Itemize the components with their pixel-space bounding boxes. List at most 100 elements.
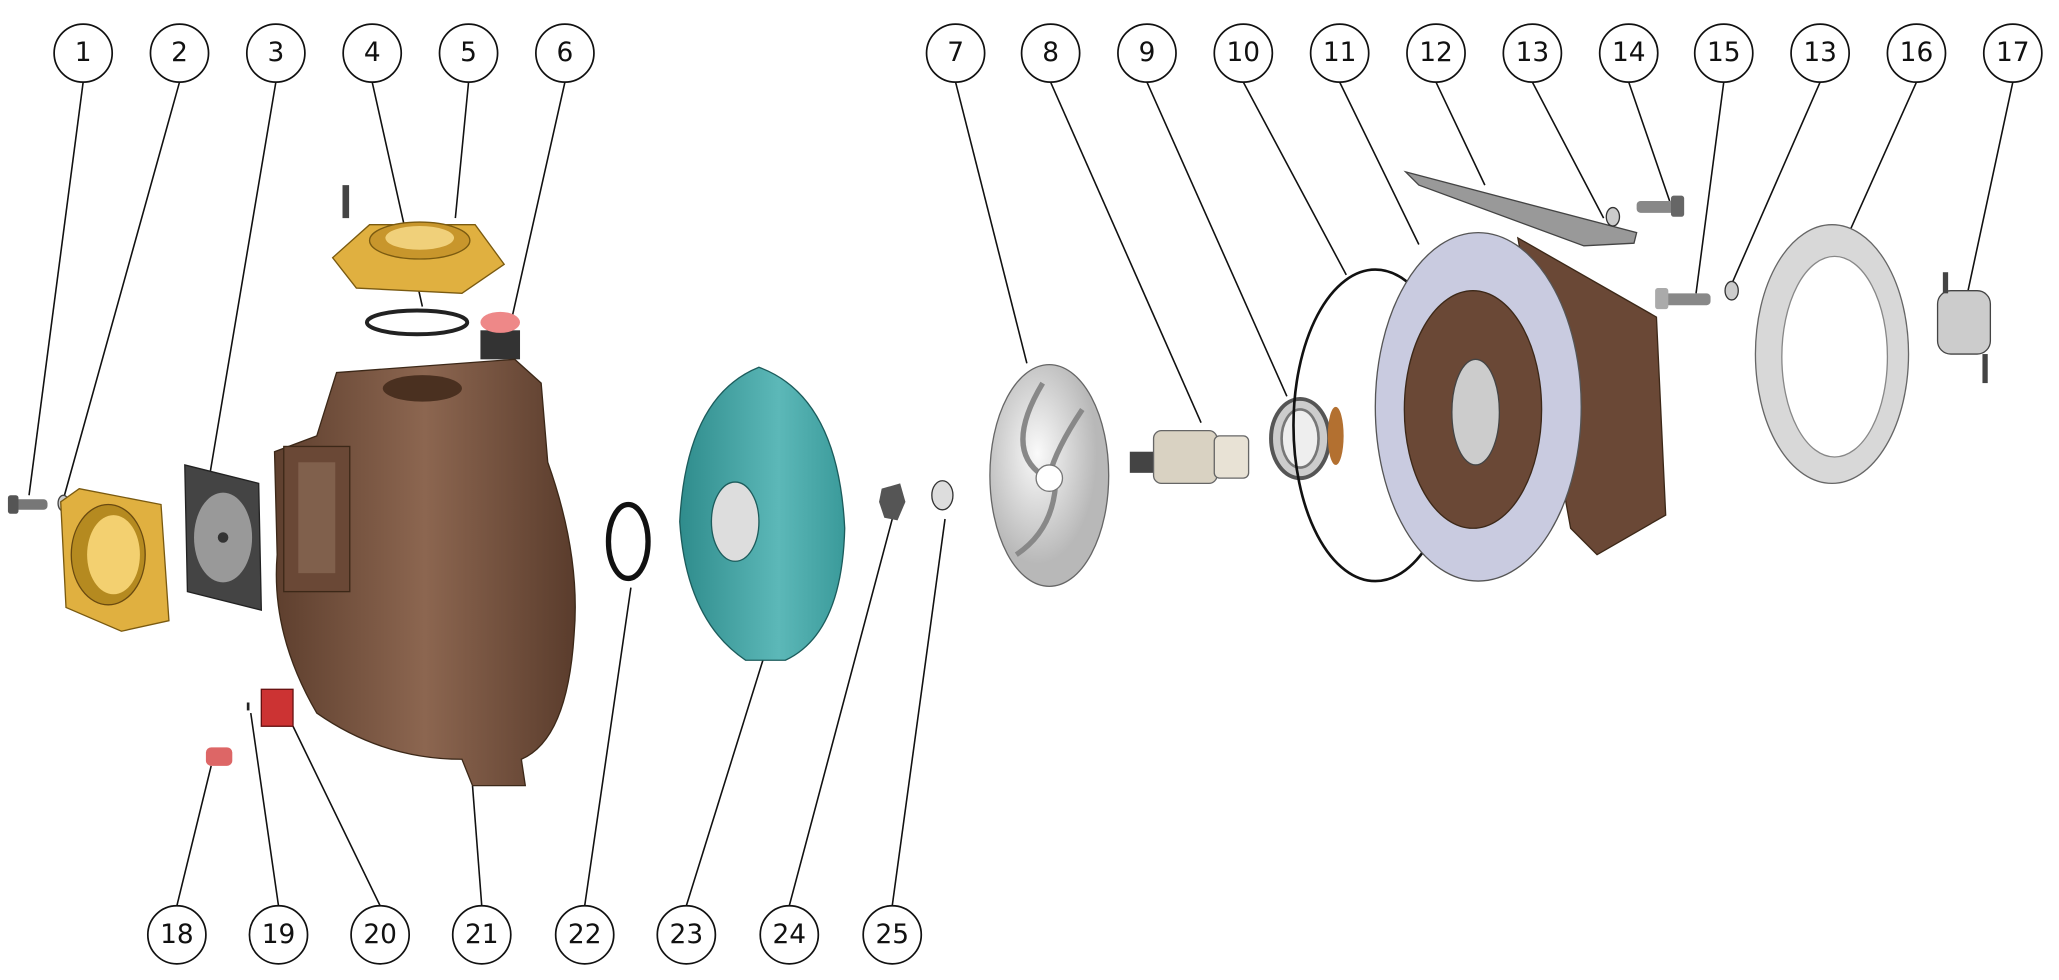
part-washer-13 — [1605, 206, 1621, 227]
balloon-item-22: 22 — [554, 904, 615, 965]
balloon-circle — [535, 23, 595, 84]
balloon-number: 2 — [171, 38, 188, 68]
balloon-item-16: 16 — [1886, 23, 1947, 84]
part-shaft-sleeve-8 — [1129, 429, 1250, 485]
leader-line-16 — [1847, 81, 1918, 236]
leader-line-25 — [891, 518, 946, 906]
balloon-item-1: 1 — [53, 23, 114, 84]
balloon-number: 6 — [557, 38, 574, 68]
leader-line-2 — [62, 81, 181, 500]
balloon-circle — [925, 23, 986, 84]
part-mechanical-seal-9 — [1269, 396, 1344, 481]
balloon-item-24: 24 — [759, 904, 820, 965]
part-bolt-1 — [7, 495, 48, 514]
balloon-number: 11 — [1323, 38, 1357, 68]
part-bolt-14 — [1636, 195, 1685, 217]
part-gasket-3 — [184, 464, 263, 611]
leader-line-13 — [1531, 81, 1605, 219]
leader-line-23 — [685, 660, 764, 906]
balloon-circle — [1309, 23, 1370, 84]
leader-line-18 — [176, 765, 212, 906]
balloon-item-10: 10 — [1213, 23, 1274, 84]
balloon-number: 12 — [1419, 38, 1453, 68]
leader-line-19 — [249, 712, 280, 906]
part-washer-25 — [931, 480, 954, 511]
part-nut-24 — [879, 483, 906, 521]
leader-line-3 — [207, 82, 277, 483]
balloon-number: 3 — [267, 38, 284, 68]
part-discharge-flange — [60, 487, 170, 632]
leader-line-20 — [292, 725, 381, 907]
balloon-number: 19 — [262, 920, 296, 950]
balloon-item-13: 13 — [1790, 23, 1850, 84]
part-drain-plug-18 — [205, 747, 233, 766]
balloon-number: 8 — [1042, 38, 1059, 68]
balloon-number: 18 — [160, 920, 194, 950]
balloon-item-3: 3 — [245, 23, 306, 84]
leader-line-21 — [471, 785, 483, 906]
leader-lines — [28, 81, 2014, 907]
balloon-item-12: 12 — [1406, 23, 1466, 84]
balloon-number: 13 — [1516, 38, 1550, 68]
balloon-item-6: 6 — [535, 23, 595, 84]
leader-line-1 — [28, 82, 84, 496]
leader-line-6 — [511, 81, 566, 318]
balloon-item-25: 25 — [862, 904, 923, 965]
balloon-item-9: 9 — [1117, 23, 1177, 84]
balloon-circle — [1502, 23, 1563, 84]
balloon-number: 4 — [364, 38, 381, 68]
part-pump-casing-21 — [273, 358, 576, 787]
balloon-circle — [53, 23, 114, 84]
balloon-number: 13 — [1803, 38, 1837, 68]
leader-line-12 — [1435, 81, 1486, 186]
leader-line-8 — [1049, 81, 1202, 424]
balloon-number: 25 — [875, 920, 909, 950]
balloon-circle — [1213, 23, 1274, 84]
part-bracket-11 — [1374, 231, 1667, 582]
parts — [7, 170, 1992, 787]
balloon-circle — [146, 904, 207, 965]
leader-line-10 — [1242, 81, 1347, 276]
balloon-item-4: 4 — [342, 23, 403, 84]
balloon-circle — [656, 904, 717, 965]
balloon-circle — [759, 904, 820, 965]
part-guard-12 — [1403, 170, 1638, 247]
balloon-number: 5 — [460, 38, 477, 68]
part-washer-13b — [1724, 280, 1739, 301]
balloon-item-8: 8 — [1020, 23, 1081, 84]
balloon-circle — [1406, 23, 1466, 84]
balloon-circle — [1790, 23, 1850, 84]
balloon-number: 17 — [1996, 38, 2030, 68]
balloon-circle — [248, 904, 309, 965]
leader-line-7 — [954, 81, 1028, 364]
part-fill-plug-6 — [480, 311, 521, 360]
balloon-number: 20 — [363, 920, 397, 950]
balloon-circle — [342, 23, 403, 84]
leader-line-13 — [1730, 81, 1821, 285]
part-o-ring-4 — [364, 308, 470, 337]
part-coupling-17 — [1936, 272, 1992, 384]
balloon-item-21: 21 — [451, 904, 512, 965]
balloon-number: 23 — [670, 920, 704, 950]
part-impeller-7 — [989, 363, 1110, 588]
balloon-number: 15 — [1707, 38, 1741, 68]
part-adapter-ring-16 — [1754, 224, 1910, 485]
balloon-circle — [1886, 23, 1947, 84]
part-suction-flange-5 — [331, 185, 506, 295]
balloon-item-20: 20 — [350, 904, 411, 965]
leader-line-24 — [788, 518, 893, 906]
balloon-item-18: 18 — [146, 904, 207, 965]
balloon-number: 16 — [1900, 38, 1934, 68]
balloon-number: 9 — [1139, 38, 1156, 68]
balloon-number: 7 — [947, 38, 964, 68]
balloon-item-5: 5 — [438, 23, 499, 84]
balloon-number: 24 — [773, 920, 807, 950]
balloon-item-14: 14 — [1598, 23, 1659, 84]
balloon-circle — [1693, 23, 1754, 84]
leader-line-15 — [1695, 82, 1725, 294]
balloon-circle — [1598, 23, 1659, 84]
balloon-circle — [554, 904, 615, 965]
balloon-circle — [438, 23, 499, 84]
balloon-number: 21 — [465, 920, 499, 950]
